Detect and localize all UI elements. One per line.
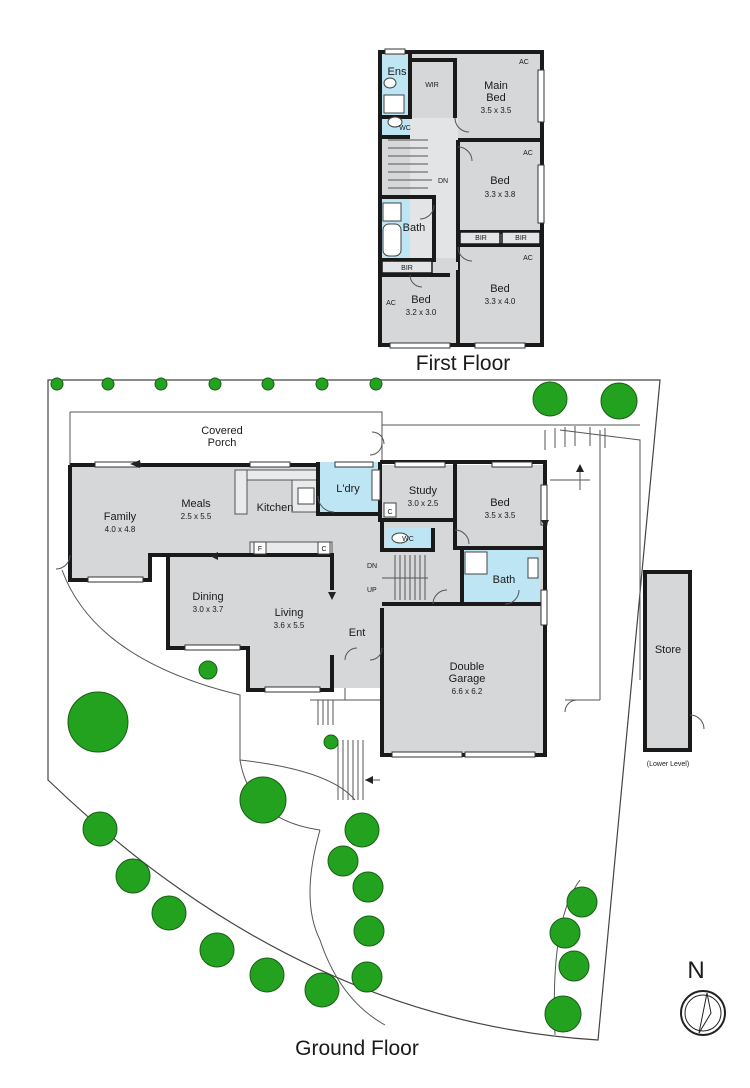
ground-floor-title: Ground Floor [295,1037,419,1060]
tree-icon [352,871,384,903]
ac-label-4: AC [386,300,396,307]
porch-label-2: Porch [208,437,237,449]
tree-icon [67,691,129,753]
tree-icon [249,957,285,993]
landscaping [50,377,638,1033]
family-label: Family [104,511,137,523]
ground-floor-plan: Covered Porch Family 4.0 x 4.8 Meals 2.5… [47,379,705,1060]
north-compass: N [680,957,726,1036]
tree-icon [199,932,235,968]
meals-dims: 2.5 x 5.5 [181,512,212,521]
dining-label: Dining [192,591,223,603]
garage-label-2: Garage [449,673,486,685]
study-cupboard-label: C [387,509,392,516]
tree-icon [208,377,222,391]
tree-icon [323,734,339,750]
store-label: Store [655,644,681,656]
bir-label-3: BIR [401,265,413,272]
tree-icon [50,377,64,391]
kitchen-cupboard-label: C [321,546,326,553]
store-note: (Lower Level) [647,761,689,768]
tree-icon [566,886,598,918]
ground-bed-label: Bed [490,497,510,509]
tree-icon [351,961,383,993]
tree-icon [115,858,151,894]
ensuite-label: Ens [388,66,407,78]
upper-dn-label: DN [438,178,448,185]
entry-label: Ent [349,627,366,639]
tree-icon [151,895,187,931]
tree-icon [154,377,168,391]
bed3-dims: 3.3 x 4.0 [485,297,516,306]
tree-icon [261,377,275,391]
tree-icon [239,776,287,824]
study-label: Study [409,485,438,497]
bed4-dims: 3.2 x 3.0 [406,308,437,317]
tree-icon [304,972,340,1008]
first-floor-plan: Main Bed 3.5 x 3.5 Bed 3.3 x 3.8 Bed 3.3… [378,48,545,375]
tree-icon [558,950,590,982]
ac-label-1: AC [519,59,529,66]
bed2-dims: 3.3 x 3.8 [485,190,516,199]
tree-icon [198,660,218,680]
garage-dims: 6.6 x 6.2 [452,687,483,696]
first-floor-title: First Floor [416,352,511,375]
north-label: N [687,957,704,984]
garage-label-1: Double [450,661,485,673]
bir-label-1: BIR [475,235,487,242]
ground-dn-label: DN [367,563,377,570]
porch-label-1: Covered [201,425,243,437]
kitchen-label: Kitchen [257,502,294,514]
tree-icon [549,917,581,949]
tree-icon [544,995,582,1033]
ground-wc-label: WC [402,536,414,543]
main-bed-label-1: Main [484,80,508,92]
living-dims: 3.6 x 5.5 [274,621,305,630]
bed3-label: Bed [490,283,510,295]
bir-label-2: BIR [515,235,527,242]
study-dims: 3.0 x 2.5 [408,499,439,508]
tree-icon [344,812,380,848]
upper-wc-label: WC [399,125,411,132]
ground-bed-dims: 3.5 x 3.5 [485,511,516,520]
ac-label-2: AC [523,150,533,157]
tree-icon [315,377,329,391]
bed2-label: Bed [490,175,510,187]
family-dims: 4.0 x 4.8 [105,525,136,534]
ground-bath-label: Bath [493,574,516,586]
living-label: Living [275,607,304,619]
ground-up-label: UP [367,587,377,594]
main-bed-label-2: Bed [486,92,506,104]
tree-icon [353,915,385,947]
tree-icon [327,845,359,877]
tree-icon [369,377,383,391]
dining-dims: 3.0 x 3.7 [193,605,224,614]
meals-label: Meals [181,498,211,510]
laundry-label: L'dry [336,483,360,495]
ac-label-3: AC [523,255,533,262]
tree-icon [82,811,118,847]
wir-label: WIR [425,82,439,89]
tree-icon [600,382,638,420]
upper-bath-label: Bath [403,222,426,234]
tree-icon [101,377,115,391]
main-bed-dims: 3.5 x 3.5 [481,106,512,115]
tree-icon [532,381,568,417]
fridge-label: F [258,546,262,553]
bed4-label: Bed [411,294,431,306]
